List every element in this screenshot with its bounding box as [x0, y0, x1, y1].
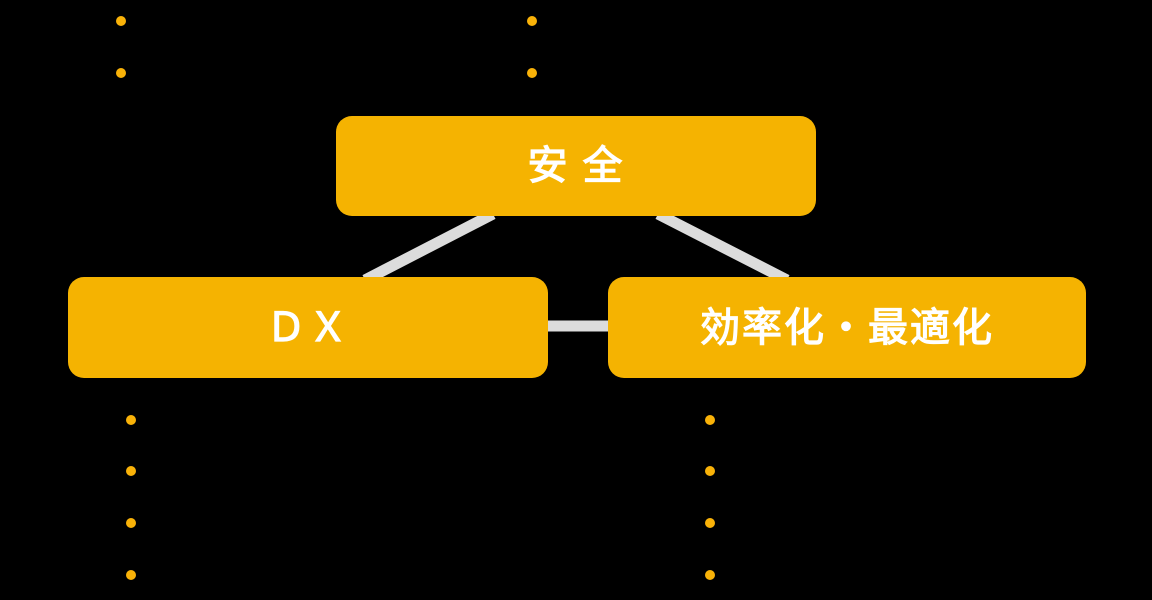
- top-left-bullet-dot: [116, 68, 126, 78]
- connector-safety-efficiency: [655, 209, 790, 285]
- top-middle-bullet-dot: [527, 68, 537, 78]
- node-efficiency: 効率化・最適化: [608, 277, 1086, 378]
- connector-safety-dx: [362, 209, 496, 285]
- bottom-left-bullet-dot: [126, 415, 136, 425]
- top-middle-bullet-dot: [527, 16, 537, 26]
- bottom-right-bullet-dot: [705, 570, 715, 580]
- bottom-left-bullet-dot: [126, 570, 136, 580]
- bottom-right-bullet-dot: [705, 466, 715, 476]
- node-efficiency-label: 効率化・最適化: [700, 305, 994, 350]
- bottom-left-bullet-dot: [126, 518, 136, 528]
- node-safety: 安 全: [336, 116, 816, 216]
- top-left-bullet-dot: [116, 16, 126, 26]
- node-dx: ＤＸ: [68, 277, 548, 378]
- bottom-right-bullet-dot: [705, 415, 715, 425]
- node-dx-label: ＤＸ: [266, 305, 350, 350]
- bottom-right-bullet-dot: [705, 518, 715, 528]
- bottom-left-bullet-dot: [126, 466, 136, 476]
- node-safety-label: 安 全: [527, 144, 625, 188]
